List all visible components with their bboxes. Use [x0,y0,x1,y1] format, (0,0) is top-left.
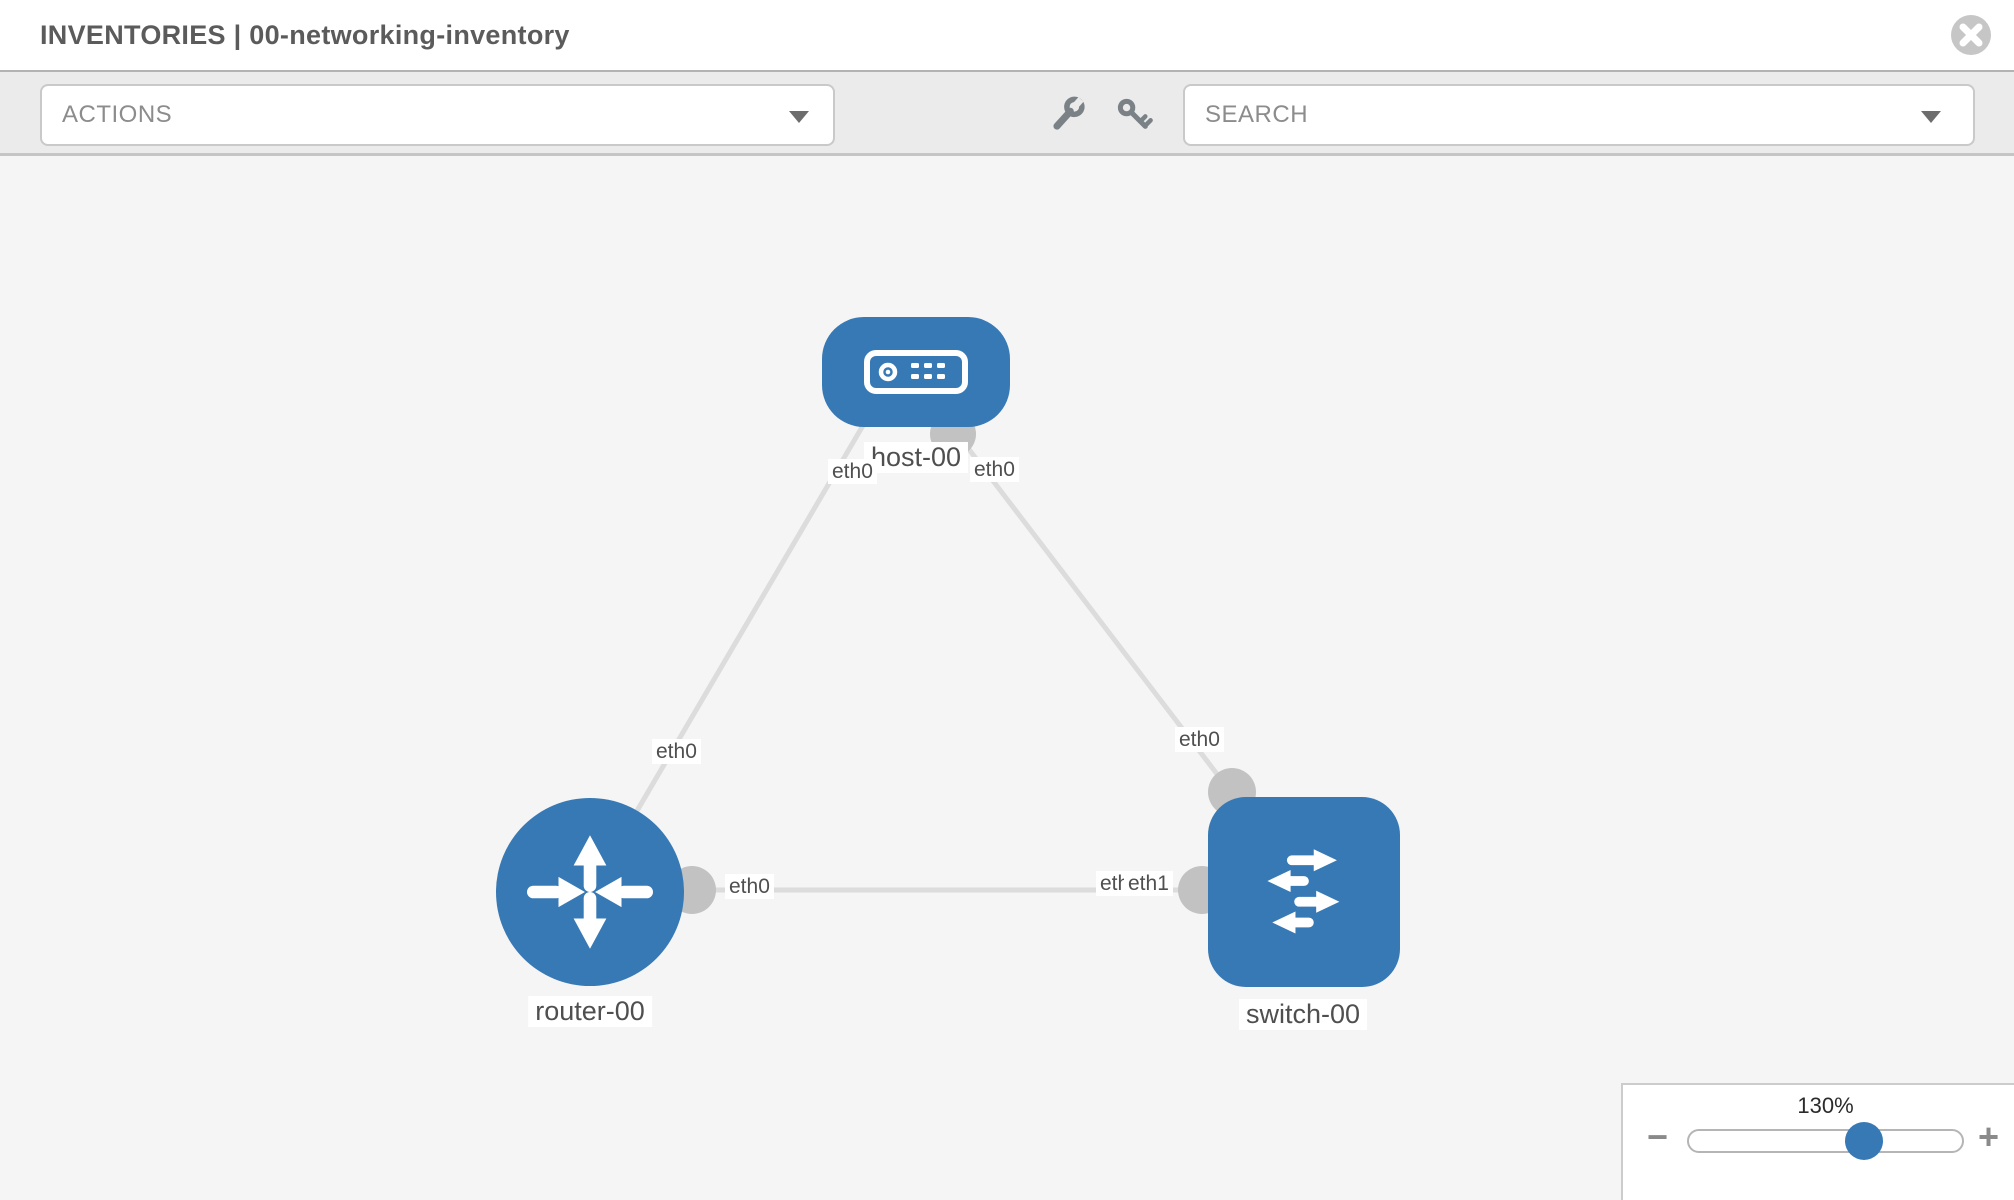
node-switch-00[interactable] [1208,797,1400,987]
switch-icon [1267,849,1340,934]
actions-dropdown[interactable]: ACTIONS [40,84,835,146]
toolbar: ACTIONS SEARCH [0,70,2014,156]
zoom-level-value: 130% [1797,1093,1854,1118]
topology-canvas[interactable]: host-00 router-00 switch-00 eth0 eth0 et… [0,156,2014,1200]
interface-label: eth0 [725,874,774,899]
interface-label: eth0 [970,457,1019,482]
node-label-switch-00: switch-00 [1238,999,1368,1030]
node-label-router-00: router-00 [528,996,652,1027]
router-icon [527,835,653,949]
wrench-icon[interactable] [1046,94,1088,136]
zoom-in-button[interactable]: + [1978,1116,2000,1157]
node-router-00[interactable] [496,798,684,986]
node-label-host-00: host-00 [863,442,969,473]
topology-edges [604,403,1260,914]
host-icon [864,350,968,394]
node-host-00[interactable] [822,317,1010,427]
close-button[interactable] [1951,15,1991,55]
interface-label: eth0 [828,459,877,484]
chevron-down-icon [789,111,809,123]
actions-dropdown-label: ACTIONS [62,101,173,128]
close-icon [1959,23,1983,47]
key-icon[interactable] [1113,94,1155,136]
interface-label: eth0 [1175,727,1224,752]
page-title: INVENTORIES | 00-networking-inventory [40,20,570,50]
chevron-down-icon [1921,111,1941,123]
interface-label: eth1 [1124,871,1173,896]
interface-label: eth0 [652,739,701,764]
search-dropdown-label: SEARCH [1205,101,1309,128]
zoom-panel: 130% − + [1621,1083,2014,1200]
search-dropdown[interactable]: SEARCH [1183,84,1975,146]
zoom-slider[interactable] [1687,1122,1964,1160]
zoom-slider-thumb[interactable] [1845,1122,1883,1160]
zoom-out-button[interactable]: − [1647,1116,1669,1157]
interface-label-overlap: eth0 eth1 [1096,871,1216,897]
page-header: INVENTORIES | 00-networking-inventory [0,0,2014,70]
